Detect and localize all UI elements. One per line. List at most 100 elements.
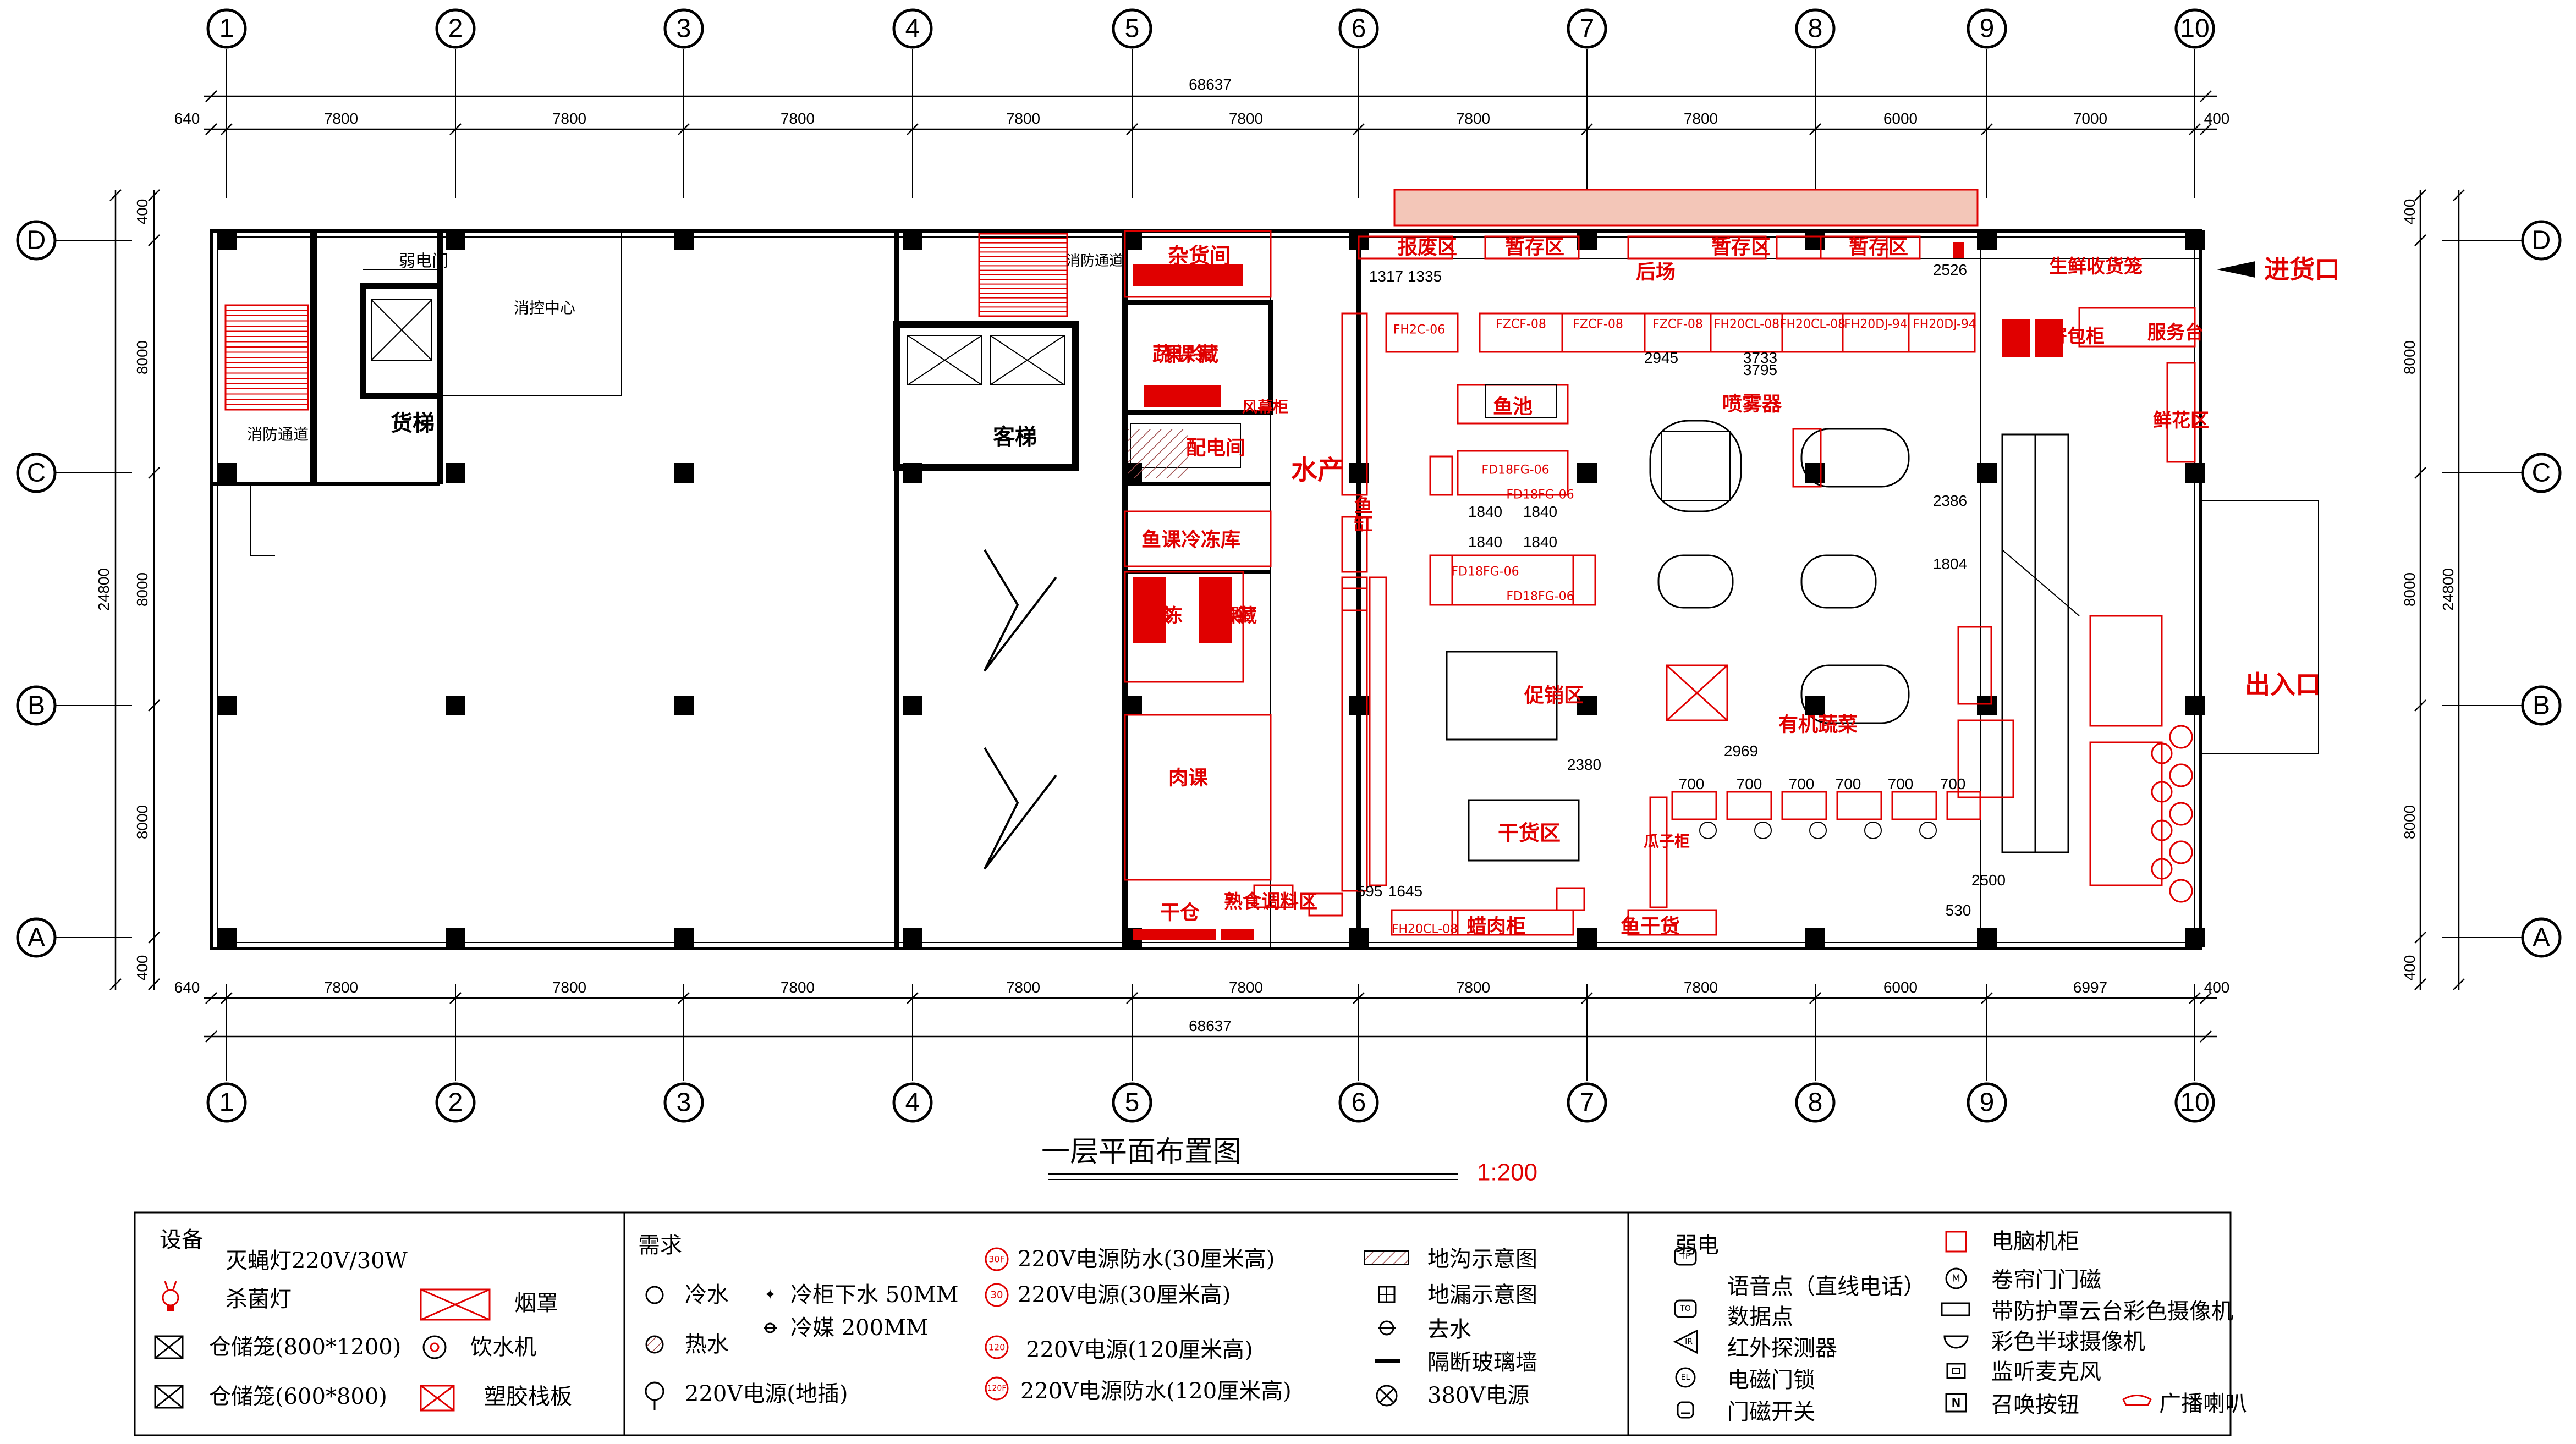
mic-icon <box>1946 1363 1966 1379</box>
legend-item-label: 杀菌灯 <box>226 1287 292 1312</box>
dimension-value: 7800 <box>1684 979 1718 996</box>
column <box>446 696 465 715</box>
svg-text:120: 120 <box>988 1342 1006 1353</box>
dimension-value: 6000 <box>1883 979 1918 996</box>
small-dim: 1840 <box>1468 503 1502 520</box>
column <box>1805 463 1825 483</box>
infrared-detector-icon: IR <box>1673 1329 1698 1354</box>
legend-item-label: 220V电源(30厘米高) <box>1018 1282 1231 1308</box>
speaker-icon <box>2122 1395 2152 1406</box>
dimension-value: 7800 <box>1684 110 1718 127</box>
axis-column-label: 1 <box>219 14 234 43</box>
column <box>1977 928 1997 947</box>
small-dim: 1840 <box>1523 503 1557 520</box>
label-freight-elevator: 货梯 <box>391 411 435 436</box>
column <box>2185 463 2205 483</box>
svg-text:N: N <box>1952 1396 1961 1409</box>
label-meat-freeze: 肉课冷冻 <box>1139 605 1183 627</box>
axis-row-label: B <box>28 691 45 720</box>
equipment-label: FH20CL-08 <box>1392 923 1458 936</box>
dimension-value: 7800 <box>324 979 358 996</box>
computer-cabinet-icon <box>1945 1231 1967 1253</box>
dimension-value: 7800 <box>781 110 815 127</box>
axis-column-label: 2 <box>448 1088 463 1117</box>
equipment-label: FZCF-08 <box>1496 318 1546 332</box>
equipment-label: FZCF-08 <box>1652 318 1703 332</box>
axis-column-label: 2 <box>448 14 463 43</box>
label-back-area: 后场 <box>1636 261 1676 284</box>
axis-row-label: D <box>2532 226 2551 255</box>
equipment-label: FH20DJ-94 <box>1844 318 1908 332</box>
axis-column-label: 6 <box>1352 1088 1366 1117</box>
column <box>674 230 694 250</box>
legend-item-label: 地漏示意图 <box>1427 1282 1537 1308</box>
svg-text:TO: TO <box>1679 1304 1691 1313</box>
svg-text:30F: 30F <box>988 1254 1005 1265</box>
column <box>1349 928 1369 947</box>
legend-item-label: 380V电源 <box>1427 1383 1529 1408</box>
column <box>217 463 237 483</box>
label-cooked-meat: 熟食调料区 <box>1224 891 1317 913</box>
column <box>1349 696 1369 715</box>
legend-item-label: 220V电源(120厘米高) <box>1026 1337 1253 1363</box>
hot-water-icon <box>645 1335 664 1354</box>
dimension-value: 640 <box>174 110 200 127</box>
legend-item-label: 饮水机 <box>470 1335 536 1360</box>
dimension-value: 6997 <box>2073 979 2107 996</box>
column <box>446 230 465 250</box>
dimension-value: 6000 <box>1883 110 1918 127</box>
label-entry: 进货口 <box>2264 255 2340 284</box>
column <box>1977 696 1997 715</box>
fridge-drain-icon: ✦ <box>764 1287 776 1303</box>
cold-water-icon <box>645 1286 664 1304</box>
column <box>674 928 694 947</box>
dimension-total: 24800 <box>2440 568 2457 611</box>
label-fire-passage-left: 消防通道 <box>247 426 309 444</box>
plan-scale: 1:200 <box>1477 1159 1537 1186</box>
column <box>674 696 694 715</box>
axis-row-label: D <box>27 226 46 255</box>
dimension-value: 400 <box>2204 110 2230 127</box>
column <box>446 928 465 947</box>
dimension-value: 7800 <box>1229 979 1263 996</box>
label-passenger-elevator: 客梯 <box>993 425 1037 450</box>
small-dim: 3733 <box>1743 349 1777 366</box>
equipment-label: FH20DJ-94 <box>1913 318 1976 332</box>
dimension-value: 8000 <box>2401 572 2418 607</box>
call-button-icon: N <box>1945 1393 1967 1413</box>
shutter-door-icon: M <box>1945 1267 1967 1289</box>
dimension-value: 400 <box>134 955 151 981</box>
dimension-value: 400 <box>134 199 151 225</box>
legend-item-label: 去水 <box>1427 1317 1471 1342</box>
small-dim: 700 <box>1679 775 1705 792</box>
trench-icon <box>1364 1250 1409 1265</box>
svg-text:120F: 120F <box>987 1384 1007 1393</box>
label-meat-cold: 肉课冷藏 <box>1213 605 1257 627</box>
power-30-waterproof-icon: 30F <box>985 1247 1009 1271</box>
label-temp-storage-3: 暂存区 <box>1849 236 1908 259</box>
axis-column-label: 10 <box>2180 1088 2209 1117</box>
small-dim: 2526 <box>1933 261 1967 278</box>
dimension-total: 68637 <box>1189 76 1232 93</box>
label-organic-veg: 有机蔬菜 <box>1778 714 1858 736</box>
legend-equipment-header: 设备 <box>160 1227 204 1253</box>
door-switch-icon <box>1677 1401 1694 1419</box>
equipment-label: FH2C-06 <box>1393 323 1446 337</box>
legend-item-label: 广播喇叭 <box>2159 1391 2247 1417</box>
plastic-pallet-icon <box>420 1385 455 1412</box>
legend-item-label: 塑胶栈板 <box>484 1384 572 1409</box>
legend-item-label: 热水 <box>685 1332 729 1357</box>
dimension-value: 8000 <box>134 572 151 607</box>
dimension-value: 7800 <box>1006 979 1040 996</box>
column <box>1122 696 1142 715</box>
axis-row-label: B <box>2533 691 2550 720</box>
label-fresh-cage: 生鲜收货笼 <box>2049 256 2143 278</box>
label-dry-goods: 干货区 <box>1498 821 1561 845</box>
column <box>2185 230 2205 250</box>
dimension-value: 8000 <box>134 340 151 374</box>
legend-item-label: 冷水 <box>685 1282 729 1308</box>
water-dispenser-icon <box>422 1335 447 1359</box>
refrigerant-icon <box>764 1322 777 1333</box>
label-promo-area: 促销区 <box>1524 685 1584 707</box>
